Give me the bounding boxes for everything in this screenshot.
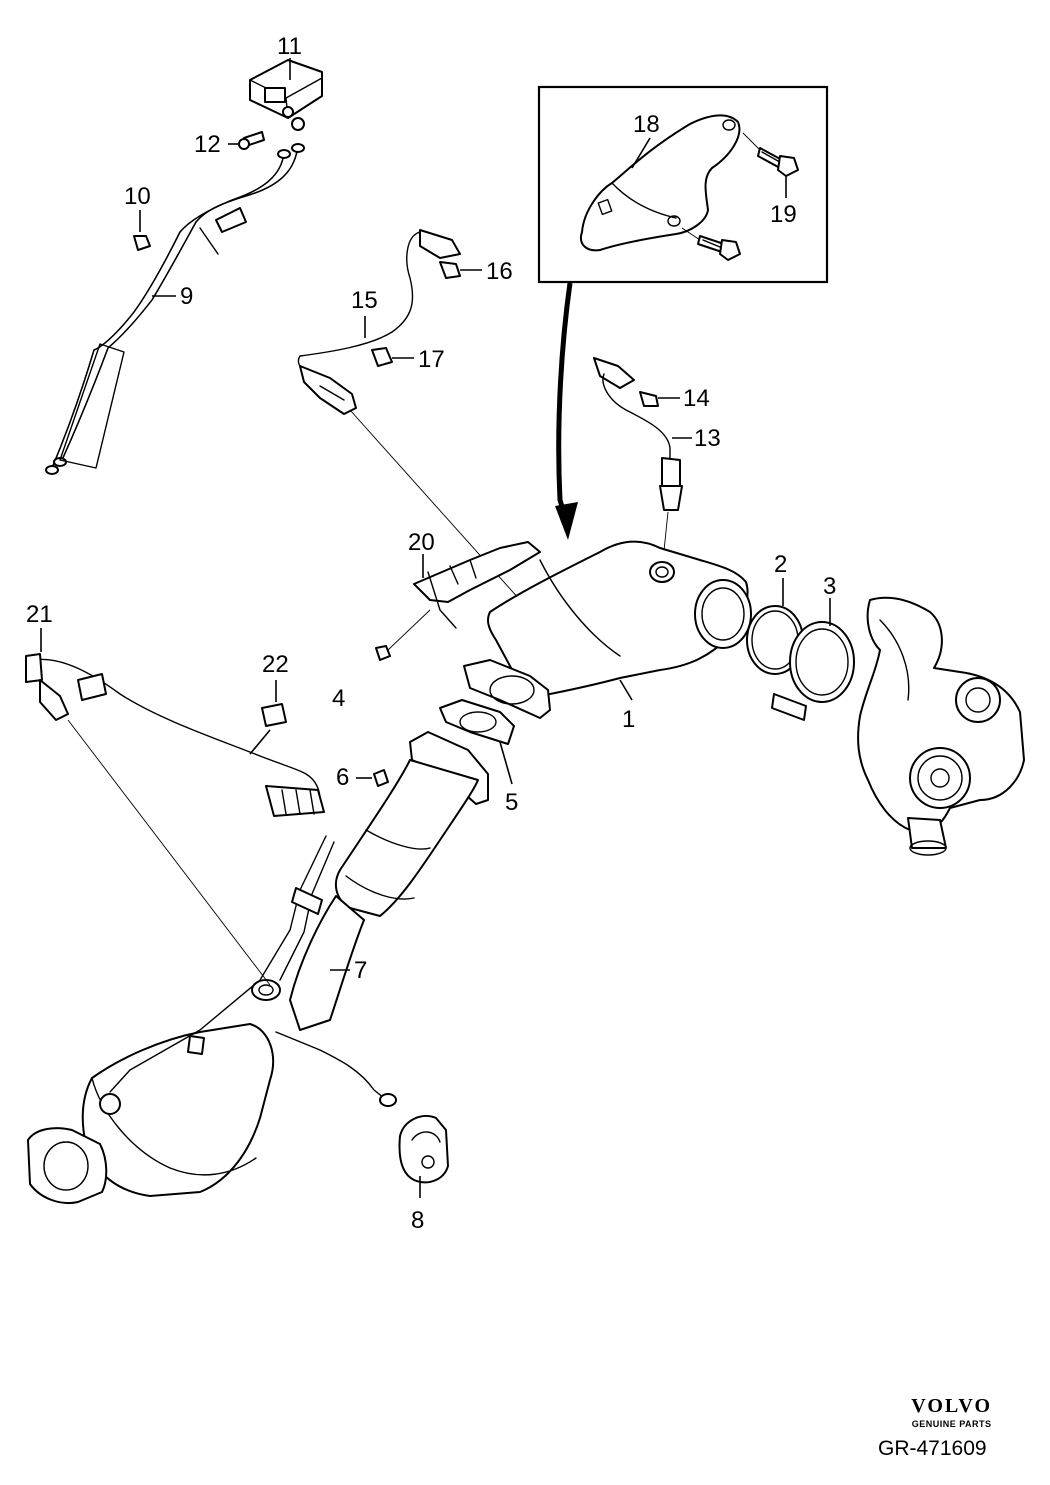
particulate-filter (251, 731, 489, 1031)
callout-16: 16 (486, 258, 513, 285)
volvo-genuine-parts-logo: VOLVO GENUINE PARTS (911, 1395, 992, 1429)
brand-logo: VOLVO (911, 1395, 992, 1417)
callout-6: 6 (336, 764, 349, 791)
catalytic-converter (487, 540, 752, 696)
callout-1: 1 (622, 706, 635, 733)
heat-shield-bracket (580, 114, 741, 252)
brand-tagline: GENUINE PARTS (911, 1419, 992, 1429)
bolt-lower (697, 235, 741, 261)
sensor-wires (109, 835, 397, 1107)
nut (133, 235, 151, 251)
pipe-bundle (45, 143, 305, 475)
callout-3: 3 (823, 573, 836, 600)
callout-14: 14 (683, 385, 710, 412)
callout-2: 2 (774, 551, 787, 578)
inset-box (537, 85, 829, 284)
callout-15: 15 (351, 287, 378, 314)
clip-14 (639, 391, 659, 407)
flange-gasket (463, 659, 551, 719)
callout-22: 22 (262, 651, 289, 678)
callout-19: 19 (770, 201, 797, 228)
callout-10: 10 (124, 183, 151, 210)
upstream-o2-sensor (297, 229, 461, 415)
callout-8: 8 (411, 1207, 424, 1234)
callout-17: 17 (418, 346, 445, 373)
callout-5: 5 (505, 789, 518, 816)
reference-code: GR-471609 (878, 1437, 987, 1460)
downstream-o2-sensor (593, 357, 683, 511)
heat-shield (413, 541, 541, 629)
callout-20: 20 (408, 529, 435, 556)
bolt-6 (373, 769, 389, 787)
callout-labels: 1 2 3 4 5 6 7 8 9 10 11 12 13 14 15 16 1… (26, 33, 836, 1234)
callout-13: 13 (694, 425, 721, 452)
front-silencer (27, 1023, 275, 1204)
clip-16 (439, 261, 461, 279)
callout-4: 4 (332, 685, 345, 712)
bolt-upper (757, 147, 799, 177)
inset-arrow (555, 282, 578, 540)
callout-11: 11 (277, 33, 302, 60)
callout-9: 9 (180, 283, 193, 310)
callout-18: 18 (633, 111, 660, 138)
v-band-clamp (771, 621, 855, 721)
screw (238, 131, 265, 150)
callout-21: 21 (26, 601, 53, 628)
callout-7: 7 (354, 957, 367, 984)
gasket (439, 699, 515, 745)
clip-22 (261, 703, 287, 727)
callout-12: 12 (194, 131, 221, 158)
pressure-sensor (249, 59, 323, 131)
turbocharger (857, 596, 1025, 856)
rubber-hanger (398, 1115, 449, 1184)
nut-small (375, 645, 391, 661)
clip-17 (371, 347, 393, 367)
rear-o2-sensor (25, 653, 325, 817)
